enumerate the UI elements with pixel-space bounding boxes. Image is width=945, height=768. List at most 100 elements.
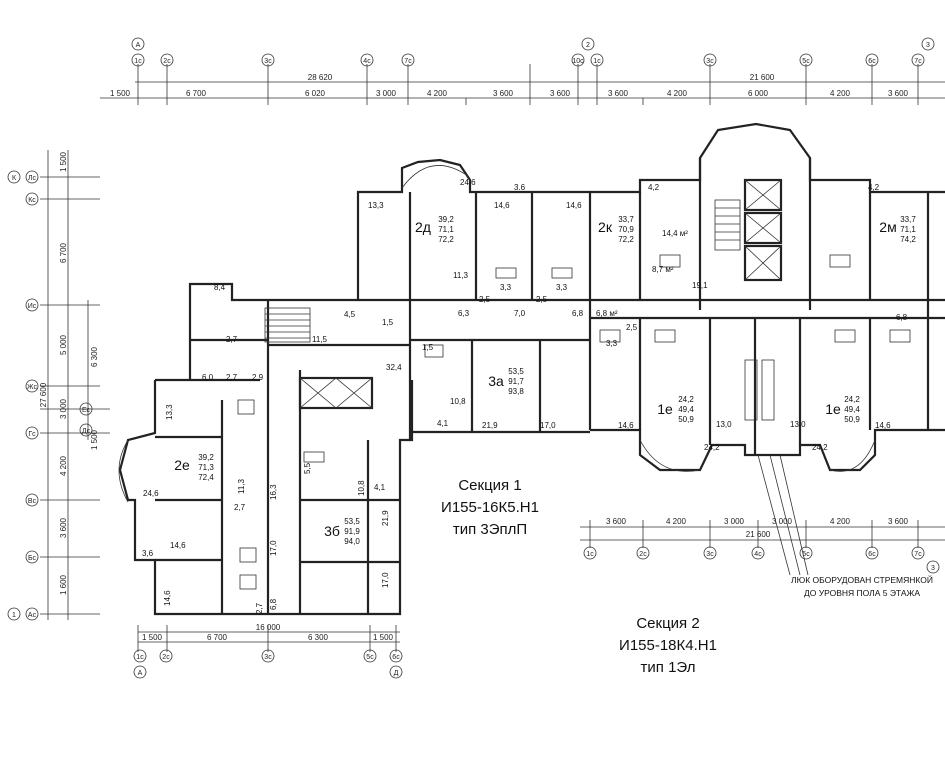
section2-type: тип 1Эл — [641, 659, 696, 676]
s2-dim-seg: 3 000 — [724, 517, 745, 526]
apartment-area-full: 72,2 — [618, 235, 634, 244]
apartment-area-living: 53,5 — [508, 367, 524, 376]
apartment-label: 3а — [488, 373, 504, 389]
s2-dim-seg: 3 000 — [772, 517, 793, 526]
bottom-dimension-chain: 16 000 1 500 6 700 6 300 1 500 1с 2с 3с … — [133, 623, 403, 679]
left-dim-seg: 3 600 — [59, 517, 68, 538]
room-area: 16,3 — [269, 484, 278, 500]
axis-label: 4с — [363, 58, 371, 65]
axis-label: Гс — [28, 431, 36, 438]
bottom-dim-seg: 1 500 — [373, 633, 394, 642]
apartment-label: 1е — [657, 401, 673, 417]
bottom-dim-seg: 1 500 — [142, 633, 163, 642]
room-area: 2,7 — [255, 602, 264, 614]
apartment-area-full: 94,0 — [344, 537, 360, 546]
axis-label: 2с — [162, 654, 170, 661]
room-area: 14,6 — [163, 590, 172, 606]
section1-caption: Секция 1 И155-16К5.Н1 тип 3ЭплП — [441, 477, 539, 538]
axis-label: Д — [394, 670, 399, 677]
room-area: 14,6 — [566, 201, 582, 210]
apartment-area-full: 50,9 — [844, 415, 860, 424]
room-area: 3,3 — [606, 339, 618, 348]
room-area: 14,4 м² — [662, 229, 688, 238]
room-area: 6,8 м² — [596, 309, 618, 318]
apartment-area-total: 49,4 — [844, 405, 860, 414]
room-area: 11,3 — [237, 478, 246, 494]
apartment-area-total: 71,1 — [900, 225, 916, 234]
axis-label: 1с — [136, 654, 144, 661]
apartment-area-living: 33,7 — [900, 215, 916, 224]
room-area: 10,8 — [450, 397, 466, 406]
room-area: 19,1 — [692, 281, 708, 290]
left-dim-seg: 5 000 — [59, 334, 68, 355]
bottom-dim-seg: 6 300 — [308, 633, 329, 642]
room-area: 11,3 — [453, 271, 469, 280]
room-area: 6,8 — [269, 598, 278, 610]
apartment-area-living: 39,2 — [198, 453, 214, 462]
axis-label: Дс — [82, 428, 91, 435]
left-dim-seg: 6 700 — [59, 242, 68, 263]
top-dim-seg: 4 200 — [667, 89, 688, 98]
room-area: 8,7 м² — [652, 265, 674, 274]
axis-label: 2 — [586, 42, 590, 49]
axis-label: 1с — [586, 551, 594, 558]
apartment-2e: 2е 39,2 71,3 72,4 — [174, 453, 214, 482]
room-area: 3,3 — [500, 283, 512, 292]
left-dim-seg: 1 600 — [59, 574, 68, 595]
room-area: 14,6 — [494, 201, 510, 210]
apartment-area-full: 72,4 — [198, 473, 214, 482]
top-dim-seg: 4 200 — [830, 89, 851, 98]
apartment-area-living: 24,2 — [844, 395, 860, 404]
room-area: 4,5 — [344, 310, 356, 319]
room-area: 4,2 — [648, 183, 660, 192]
room-area: 6,3 — [458, 309, 470, 318]
room-area: 6,0 — [202, 373, 214, 382]
bottom-overall: 16 000 — [256, 623, 281, 632]
axis-label: 7с — [914, 551, 922, 558]
room-area: 10,8 — [357, 480, 366, 496]
section2-dimension-chain: 3 600 4 200 3 000 3 000 4 200 3 600 21 6… — [580, 517, 945, 574]
section1-title: Секция 1 — [458, 477, 521, 494]
apartment-area-total: 71,1 — [438, 225, 454, 234]
room-area: 21,9 — [381, 510, 390, 526]
section2-caption: Секция 2 И155-18К4.Н1 тип 1Эл — [619, 615, 717, 676]
axis-label: 1с — [134, 58, 142, 65]
room-area: 4,1 — [374, 483, 386, 492]
axis-label: Ис — [28, 303, 37, 310]
apartment-1e-left: 1е 24,2 49,4 50,9 — [657, 395, 694, 424]
axis-label: 4с — [754, 551, 762, 558]
apartment-2k: 2к 33,7 70,9 72,2 — [598, 215, 634, 244]
apartment-area-total: 70,9 — [618, 225, 634, 234]
room-area: 13,0 — [790, 420, 806, 429]
apartment-label: 3б — [324, 523, 340, 539]
s2-dim-overall: 21 600 — [746, 530, 771, 539]
left-dimension-chain: 27 600 1 500 6 700 5 000 6 300 3 000 1 5… — [39, 150, 110, 620]
apartment-2m: 2м 33,7 71,1 74,2 — [879, 215, 916, 244]
top-dimension-chain: 28 620 21 600 1 500 6 700 6 020 3 000 4 … — [100, 64, 945, 105]
top-axis-bubbles: А 1с 2с 3с 4с 7с 10с 1с 2 3с 5с 6с 7с 3 — [131, 37, 935, 67]
hatch-note: ЛЮК ОБОРУДОВАН СТРЕМЯНКОЙ ДО УРОВНЯ ПОЛА… — [791, 574, 933, 598]
room-area: 6,8 — [572, 309, 584, 318]
room-area: 7,0 — [514, 309, 526, 318]
apartment-area-full: 50,9 — [678, 415, 694, 424]
room-area: 14,6 — [170, 541, 186, 550]
room-area: 3,6 — [142, 549, 154, 558]
axis-label: 7с — [404, 58, 412, 65]
room-area: 14,6 — [618, 421, 634, 430]
axis-label: 6с — [868, 551, 876, 558]
apartment-label: 1е — [825, 401, 841, 417]
top-dim-seg: 3 600 — [888, 89, 909, 98]
apartment-1e-right: 1е 24,2 49,4 50,9 — [825, 395, 860, 424]
top-dim-seg: 6 700 — [186, 89, 207, 98]
axis-label: Ас — [28, 612, 37, 619]
axis-label: 10с — [572, 58, 584, 65]
section2-walls — [590, 122, 945, 576]
room-area: 2,5 — [536, 295, 548, 304]
section1-code: И155-16К5.Н1 — [441, 499, 539, 516]
axis-label: 3 — [931, 565, 935, 572]
left-dim-seg: 1 500 — [90, 429, 99, 450]
top-overall-right: 21 600 — [750, 73, 775, 82]
room-area: 2,9 — [252, 373, 264, 382]
bottom-dim-seg: 6 700 — [207, 633, 228, 642]
section1-type: тип 3ЭплП — [453, 521, 527, 538]
